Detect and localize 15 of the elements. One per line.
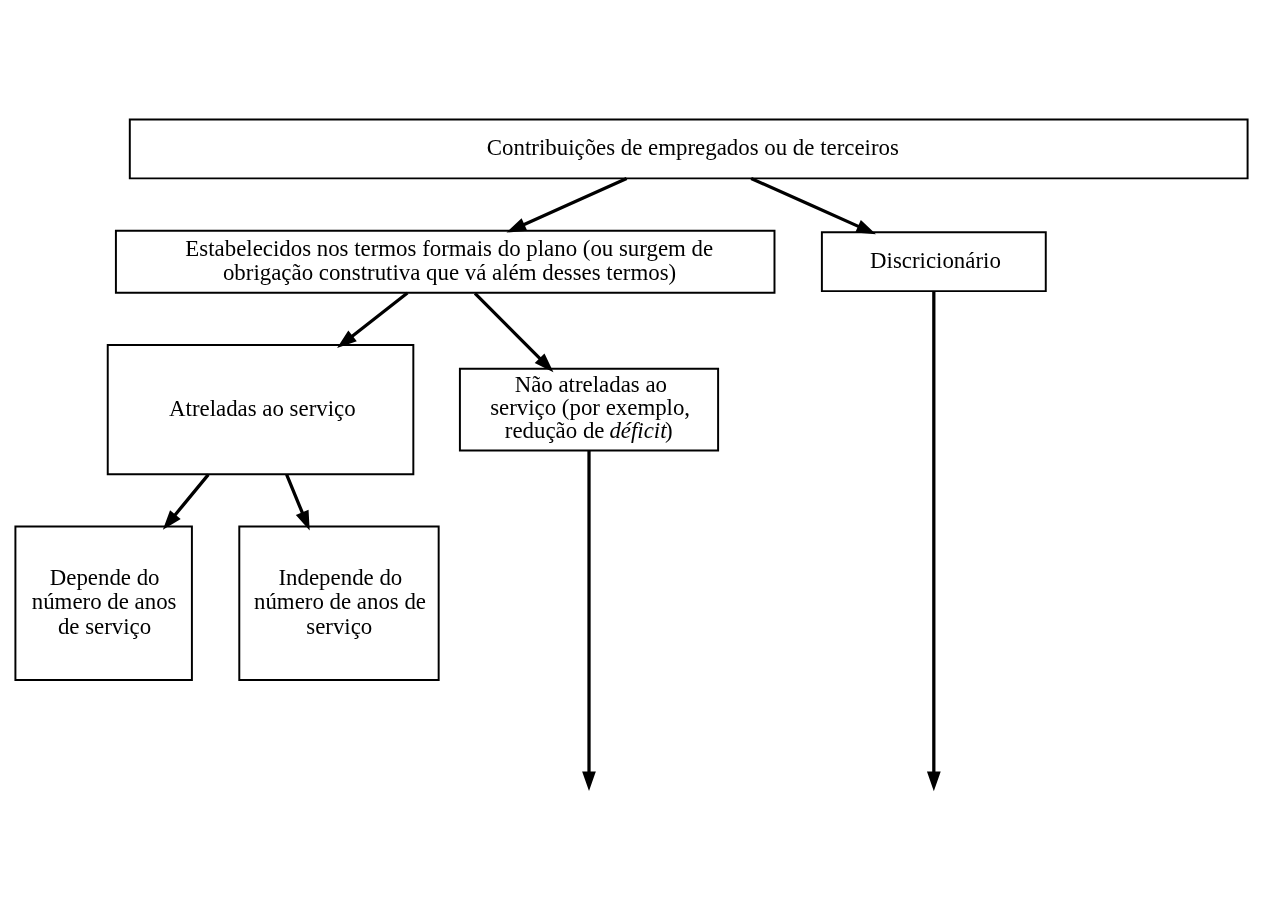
node-box: Contribuições de empregados ou de terceiros	[128, 118, 1249, 179]
arrow	[473, 291, 554, 372]
node-box: Atreladas ao serviço	[106, 343, 415, 475]
node-box: Estabelecidos nos termos formais do plano (ou surgem de obrigação construtiva que vá além desses termos)	[114, 229, 776, 294]
node-box: Independe do número de anos de serviço	[238, 524, 440, 681]
arrow	[750, 176, 876, 234]
arrow	[582, 450, 596, 791]
node-box: Depende do número de anos de serviço	[14, 524, 193, 681]
arrow	[162, 473, 210, 530]
arrow	[926, 290, 941, 791]
arrow	[506, 176, 628, 233]
arrow	[337, 291, 409, 348]
node-box: Não atreladas ao serviço (por exemplo, redução de déficit)	[458, 367, 720, 451]
node-box: Discricionário	[820, 230, 1047, 292]
arrow	[285, 473, 310, 530]
